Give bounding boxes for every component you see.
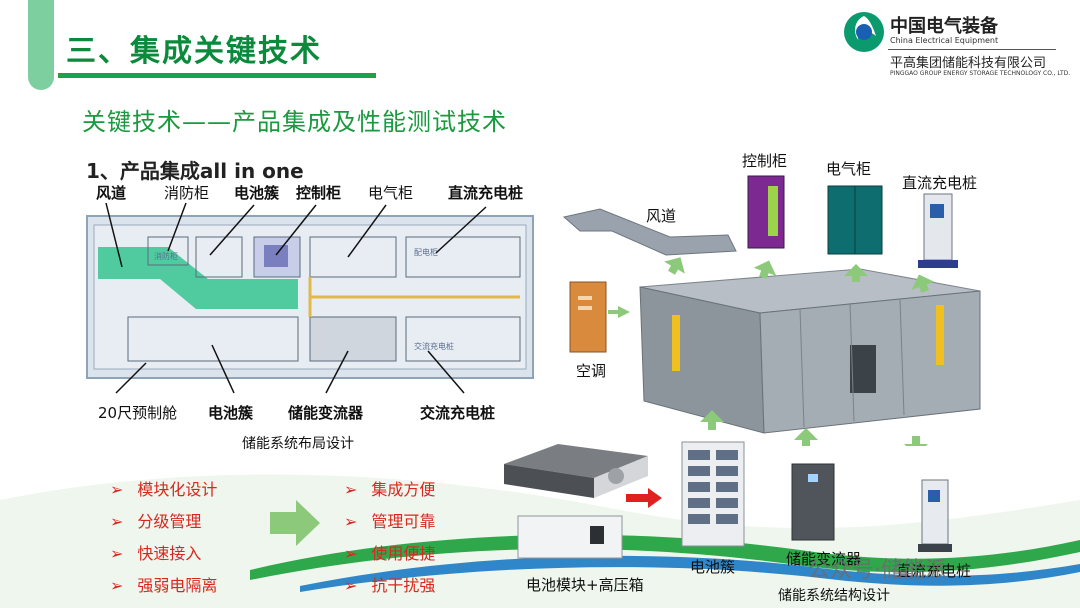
watermark: 公众号·储能派	[808, 558, 947, 583]
slide-subtitle: 关键技术——产品集成及性能测试技术	[82, 108, 507, 136]
feature-right-1: ➢集成方便	[344, 480, 436, 499]
label-ac-charger: 交流充电桩	[420, 404, 496, 422]
inner-label-fire: 消防柜	[154, 252, 178, 261]
struct-label-control: 控制柜	[742, 152, 788, 170]
battery-module-icon	[504, 444, 648, 559]
title-accent-bar	[28, 0, 54, 90]
feature-left-3: ➢快速接入	[110, 544, 202, 563]
bullet-arrow-icon: ➢	[110, 576, 124, 595]
struct-label-pcs: 储能变流器	[786, 550, 862, 568]
label-electrical-cabinet: 电气柜	[368, 184, 414, 202]
inner-label-ac-charger: 交流充电桩	[414, 342, 454, 351]
label-battery-cluster-bottom: 电池簇	[208, 404, 254, 422]
label-pointer-lines	[105, 202, 487, 394]
label-air-duct: 风道	[96, 184, 127, 202]
logo-company: 平高集团储能科技有限公司	[890, 56, 1047, 71]
feature-right-3: ➢使用便捷	[344, 544, 436, 563]
layout-caption: 储能系统布局设计	[242, 436, 354, 452]
bullet-arrow-icon: ➢	[344, 512, 358, 531]
label-control-cabinet: 控制柜	[296, 184, 342, 202]
feature-left-1: ➢模块化设计	[110, 480, 218, 499]
struct-label-dc-charger: 直流充电桩	[902, 174, 978, 192]
struct-label-dc-charger-bottom: 直流充电桩	[896, 562, 972, 580]
logo-subtitle: China Electrical Equipment	[890, 36, 999, 45]
bullet-arrow-icon: ➢	[344, 480, 358, 499]
label-dc-charger: 直流充电桩	[448, 184, 524, 202]
electrical-cabinet-icon	[827, 185, 883, 255]
battery-cluster-icon	[681, 441, 745, 547]
label-fire-cabinet: 消防柜	[164, 184, 210, 202]
struct-label-electrical: 电气柜	[826, 160, 872, 178]
air-conditioner-icon	[569, 281, 607, 353]
title-underline	[58, 73, 376, 78]
bullet-arrow-icon: ➢	[110, 544, 124, 563]
dc-charger-bottom-icon	[918, 479, 952, 552]
logo-divider	[888, 49, 1056, 50]
control-cabinet-icon	[747, 175, 785, 249]
assembly-arrows-bottom	[700, 410, 928, 446]
feature-left-4: ➢强弱电隔离	[110, 576, 218, 595]
section-heading: 1、产品集成all in one	[86, 159, 304, 183]
bullet-arrow-icon: ➢	[110, 480, 124, 499]
label-prefab-cabin: 20尺预制舱	[98, 404, 178, 422]
label-pcs: 储能变流器	[288, 404, 364, 422]
feature-right-2: ➢管理可靠	[344, 512, 436, 531]
logo-title: 中国电气装备	[890, 16, 998, 37]
inner-label-distribution: 配电柜	[414, 248, 438, 257]
floor-plan-drawing	[93, 224, 527, 370]
label-battery-cluster-top: 电池簇	[234, 184, 280, 202]
structure-caption: 储能系统结构设计	[778, 588, 890, 604]
struct-label-battery-cluster: 电池簇	[690, 558, 736, 576]
company-logo-icon	[844, 12, 884, 52]
layout-floor-plan: 消防柜 配电柜 交流充电桩	[86, 215, 534, 379]
feature-left-2: ➢分级管理	[110, 512, 202, 531]
bullet-arrow-icon: ➢	[344, 544, 358, 563]
container-3d-drawing	[562, 208, 981, 434]
dc-charger-icon	[918, 193, 958, 268]
struct-label-battery-module: 电池模块+高压箱	[526, 576, 644, 594]
logo-company-en: PINGGAO GROUP ENERGY STORAGE TECHNOLOGY …	[890, 70, 1071, 77]
bullet-arrow-icon: ➢	[344, 576, 358, 595]
big-green-arrow-icon	[270, 500, 320, 546]
struct-label-air-duct: 风道	[646, 207, 677, 225]
page-title: 三、集成关键技术	[66, 34, 322, 69]
struct-label-ac: 空调	[576, 362, 607, 380]
feature-right-4: ➢抗干扰强	[344, 576, 436, 595]
assembly-arrows-top	[608, 257, 935, 318]
red-arrow-icon	[626, 488, 662, 508]
pcs-icon	[791, 463, 835, 541]
bullet-arrow-icon: ➢	[110, 512, 124, 531]
